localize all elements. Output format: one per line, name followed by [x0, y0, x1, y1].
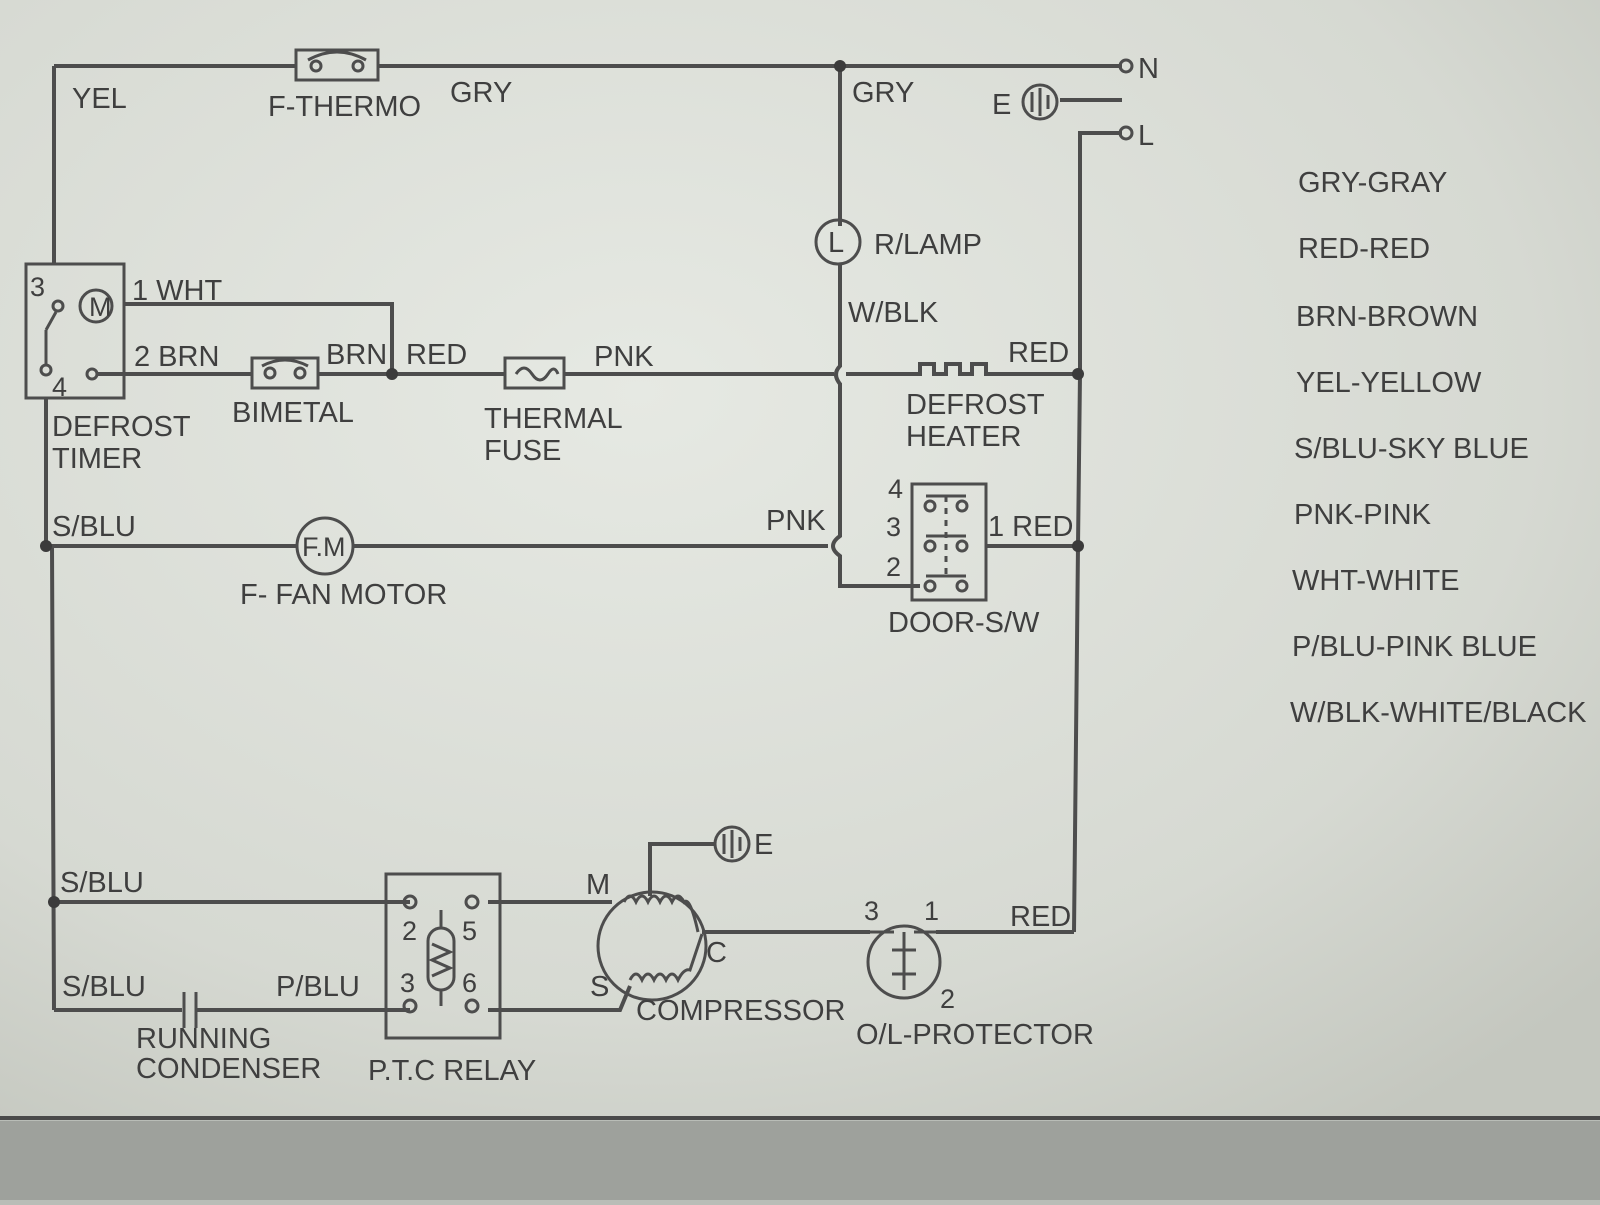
label-red1: RED — [406, 339, 467, 371]
label-brn2: 2 BRN — [134, 341, 219, 373]
earth-icon — [1021, 83, 1059, 121]
label-sblu1: S/BLU — [52, 511, 136, 543]
wire-comp-earth — [648, 842, 714, 896]
wire-gry-wblk — [834, 66, 842, 520]
bimetal-symbol — [250, 356, 320, 390]
table-surface — [0, 1121, 1600, 1200]
legend-item-gry: GRY-GRAY — [1298, 167, 1447, 199]
ol-pin-1: 1 — [924, 896, 939, 926]
label-fan-motor: F- FAN MOTOR — [240, 579, 447, 611]
label-l: L — [1138, 120, 1154, 152]
thermal-fuse-symbol — [503, 356, 566, 390]
legend-item-wblk: W/BLK-WHITE/BLACK — [1290, 697, 1587, 729]
ptc-relay-symbol — [384, 872, 502, 1040]
label-running-condenser-2: CONDENSER — [136, 1053, 321, 1085]
label-brn: BRN — [326, 339, 387, 371]
label-earth-compressor: E — [754, 829, 773, 861]
label-n: N — [1138, 53, 1159, 85]
label-gry-top: GRY — [450, 77, 512, 109]
label-compressor: COMPRESSOR — [636, 995, 845, 1027]
label-ptc-relay: P.T.C RELAY — [368, 1055, 536, 1087]
label-wht: 1 WHT — [132, 275, 223, 307]
label-gry-mid: GRY — [852, 77, 914, 109]
label-pnk1: PNK — [594, 341, 654, 373]
timer-pin-4: 4 — [52, 372, 67, 402]
wire-heater — [846, 362, 1078, 376]
ptc-pin-6: 6 — [462, 968, 477, 998]
compressor-symbol — [596, 890, 708, 1002]
label-yel: YEL — [72, 83, 127, 115]
legend-item-pblu: P/BLU-PINK BLUE — [1292, 631, 1537, 663]
legend-item-brn: BRN-BROWN — [1296, 301, 1478, 333]
terminal-l — [1118, 125, 1134, 141]
label-door-switch: DOOR-S/W — [888, 607, 1040, 639]
color-legend: GRY-GRAY RED-RED BRN-BROWN YEL-YELLOW S/… — [1290, 167, 1587, 729]
timer-pin-3: 3 — [30, 272, 45, 302]
label-defrost-timer-2: TIMER — [52, 443, 142, 475]
running-condenser-symbol — [182, 992, 198, 1028]
door-pin-3: 3 — [886, 512, 901, 542]
label-earth-top: E — [992, 89, 1011, 121]
label-pnk2: PNK — [766, 505, 826, 537]
legend-item-sblu: S/BLU-SKY BLUE — [1294, 433, 1529, 465]
door-pin-2: 2 — [886, 552, 901, 582]
label-wblk: W/BLK — [848, 297, 939, 329]
ol-pin-2: 2 — [940, 984, 955, 1014]
fan-motor-symbol — [295, 516, 355, 576]
ol-pin-3: 3 — [864, 896, 879, 926]
overload-protector-symbol — [866, 924, 942, 1000]
wires — [44, 64, 1122, 1012]
door-switch-symbol — [910, 482, 988, 602]
legend-item-pnk: PNK-PINK — [1294, 499, 1432, 531]
f-thermo-symbol — [294, 48, 380, 82]
label-r-lamp: R/LAMP — [874, 229, 982, 261]
label-f-thermo: F-THERMO — [268, 91, 421, 123]
room-lamp-symbol — [814, 218, 862, 266]
label-defrost-heater-1: DEFROST — [906, 389, 1045, 421]
label-red-door: 1 RED — [988, 511, 1073, 543]
lamp-letter: L — [828, 227, 844, 259]
timer-motor-letter: M — [89, 292, 112, 322]
label-thermal-fuse-2: FUSE — [484, 435, 561, 467]
legend-item-wht: WHT-WHITE — [1292, 565, 1460, 597]
wire-wht — [124, 302, 394, 374]
label-red-comp: RED — [1010, 901, 1071, 933]
defrost-timer-symbol — [24, 262, 126, 400]
fan-motor-letters: F.M — [302, 532, 346, 562]
compressor-pin-s: S — [590, 971, 609, 1003]
label-sblu2: S/BLU — [60, 867, 144, 899]
door-pin-4: 4 — [888, 474, 903, 504]
label-thermal-fuse-1: THERMAL — [484, 403, 623, 435]
ptc-pin-5: 5 — [462, 916, 477, 946]
label-defrost-timer-1: DEFROST — [52, 411, 191, 443]
label-pblu: P/BLU — [276, 971, 360, 1003]
terminal-n — [1118, 58, 1134, 74]
compressor-pin-m: M — [586, 869, 610, 901]
earth-icon-compressor — [713, 825, 751, 863]
label-bimetal: BIMETAL — [232, 397, 354, 429]
legend-item-red: RED-RED — [1298, 233, 1430, 265]
wire-pnk-door — [831, 520, 920, 588]
label-running-condenser-1: RUNNING — [136, 1023, 271, 1055]
label-defrost-heater-2: HEATER — [906, 421, 1021, 453]
compressor-pin-c: C — [706, 937, 727, 969]
label-ol-protector: O/L-PROTECTOR — [856, 1019, 1094, 1051]
junction-dots — [40, 60, 1084, 908]
legend-item-yel: YEL-YELLOW — [1296, 367, 1482, 399]
label-sblu3: S/BLU — [62, 971, 146, 1003]
ptc-pin-2: 2 — [402, 916, 417, 946]
label-red-heater: RED — [1008, 337, 1069, 369]
ptc-pin-3: 3 — [400, 968, 415, 998]
